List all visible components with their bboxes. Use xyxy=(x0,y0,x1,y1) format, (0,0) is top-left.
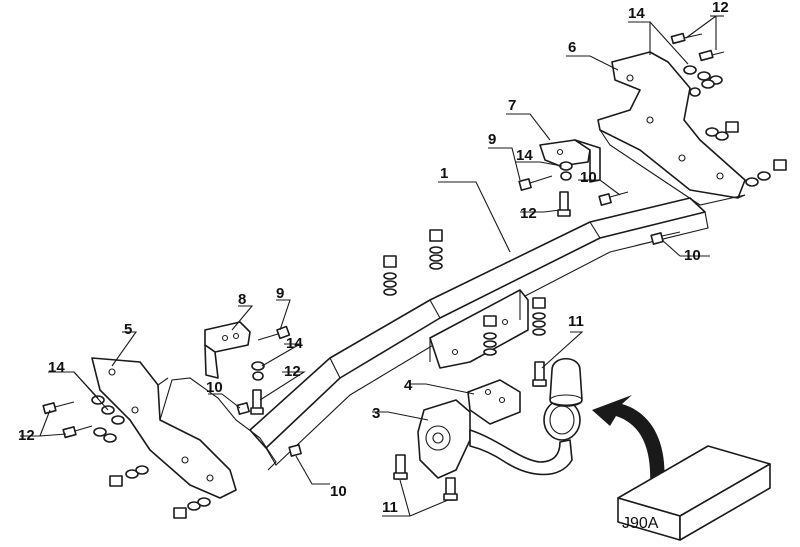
callout-5: 5 xyxy=(124,321,132,338)
mount-plate-4 xyxy=(467,379,521,425)
small-bracket-7 xyxy=(539,139,601,183)
callout-3: 3 xyxy=(372,405,380,422)
callout-12-farleft: 12 xyxy=(18,427,35,444)
callout-7: 7 xyxy=(508,97,516,114)
bolt xyxy=(250,389,264,415)
bolt xyxy=(236,402,250,415)
bolt xyxy=(518,175,553,191)
callout-14-mid: 14 xyxy=(516,147,533,164)
callout-10-bottom: 10 xyxy=(330,483,347,500)
bolt xyxy=(532,361,547,387)
right-side-bracket xyxy=(597,51,746,206)
bolt xyxy=(557,191,571,217)
bolt xyxy=(650,231,681,245)
bolt xyxy=(62,425,93,439)
callout-12-topright: 12 xyxy=(712,0,729,16)
callout-14-left8: 14 xyxy=(286,335,303,352)
direction-arrow xyxy=(592,395,665,486)
callout-14-topright: 14 xyxy=(628,5,645,22)
bolt xyxy=(443,477,458,501)
callouts: 1 3 4 5 6 7 8 9 9 10 10 10 10 11 11 12 1… xyxy=(18,0,729,516)
product-box: J90A xyxy=(617,445,771,541)
bolts xyxy=(42,32,725,501)
callout-10-right: 10 xyxy=(684,247,701,264)
bolt xyxy=(670,32,703,45)
callout-8: 8 xyxy=(238,291,246,308)
callout-6: 6 xyxy=(568,39,576,56)
small-bracket-8 xyxy=(204,321,251,379)
left-side-bracket xyxy=(91,357,277,499)
callout-11-bottom: 11 xyxy=(382,499,398,516)
callout-12-mid: 12 xyxy=(520,205,537,222)
towball-neck-3 xyxy=(417,399,581,479)
callout-10-left: 10 xyxy=(206,379,223,396)
box-label: J90A xyxy=(622,515,659,532)
bolt xyxy=(288,444,302,457)
nuts-and-washers xyxy=(91,65,787,519)
callout-1: 1 xyxy=(440,165,448,182)
bolt xyxy=(598,191,629,206)
callout-11-top: 11 xyxy=(568,313,584,330)
callout-9-top: 9 xyxy=(488,131,496,148)
callout-14-farleft: 14 xyxy=(48,359,65,376)
bolt xyxy=(42,401,75,415)
callout-12-left8: 12 xyxy=(284,363,301,380)
bolt xyxy=(698,49,725,62)
main-crossbeam xyxy=(249,197,709,466)
leader-lines xyxy=(20,15,724,517)
callout-10-mid: 10 xyxy=(580,169,597,186)
callout-9-left: 9 xyxy=(276,285,284,302)
bolt xyxy=(257,325,291,341)
bolt xyxy=(393,454,408,480)
ball-cover xyxy=(549,357,583,407)
callout-4: 4 xyxy=(404,377,413,394)
